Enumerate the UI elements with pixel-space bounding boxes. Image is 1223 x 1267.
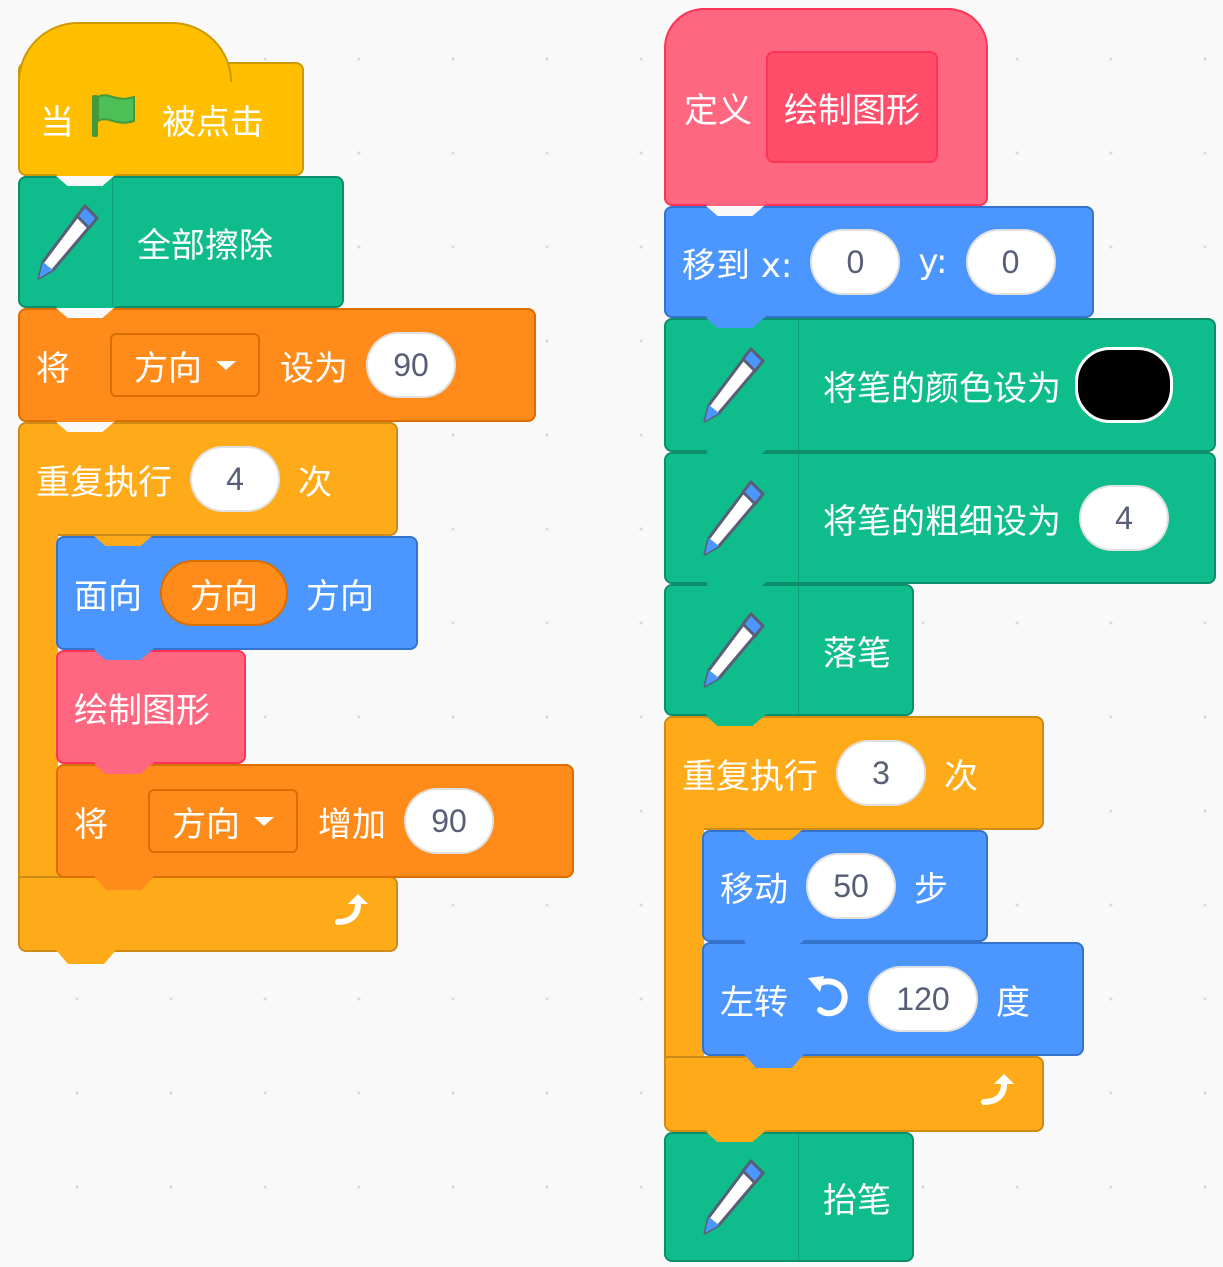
block-notch [744, 830, 802, 840]
pen-down-block[interactable]: 落笔 [664, 584, 914, 728]
change-value-input[interactable]: 90 [404, 788, 494, 854]
pen-icon [666, 320, 799, 450]
block-notch [56, 308, 114, 318]
chevron-down-icon [216, 360, 236, 370]
y-input[interactable]: 0 [965, 229, 1056, 295]
pen-icon [666, 586, 799, 714]
block-notch [94, 764, 152, 774]
draw-shape-call-block[interactable]: 绘制图形 [56, 650, 246, 776]
variable-dropdown[interactable]: 方向 [148, 789, 298, 853]
repeat-block[interactable]: 重复执行 3 次 [664, 716, 1046, 1144]
repeat-label: 重复执行 [682, 756, 818, 797]
block-tab [744, 1054, 804, 1068]
pen-icon [20, 178, 113, 306]
pen-down-label: 落笔 [823, 633, 891, 674]
turn-label: 左转 [720, 982, 788, 1023]
block-notch [56, 422, 114, 432]
turn-left-block[interactable]: 左转 120 度 [702, 942, 1084, 1068]
define-prototype[interactable]: 绘制图形 [766, 51, 938, 163]
point-suffix-label: 方向 [306, 576, 374, 617]
steps-suffix-label: 步 [914, 869, 948, 910]
define-block[interactable]: 定义 绘制图形 [664, 8, 988, 218]
repeat-times-label: 次 [944, 756, 978, 797]
block-notch [706, 716, 764, 726]
change-by-label: 增加 [318, 804, 386, 845]
block-notch [94, 536, 152, 546]
rotate-left-icon [804, 972, 854, 1027]
loop-arrow-icon [978, 1072, 1018, 1117]
define-name-label: 绘制图形 [784, 90, 920, 131]
define-label: 定义 [684, 90, 752, 131]
repeat-header: 重复执行 4 次 [18, 422, 398, 536]
point-label: 面向 [74, 576, 142, 617]
draw-shape-label: 绘制图形 [74, 690, 210, 731]
green-flag-icon [88, 91, 140, 148]
repeat-count-input[interactable]: 4 [190, 446, 280, 512]
set-pen-color-label: 将笔的颜色设为 [823, 368, 1061, 409]
steps-input[interactable]: 50 [806, 853, 896, 919]
hat-cap [18, 22, 232, 82]
block-tab [94, 876, 154, 890]
go-to-xy-block[interactable]: 移到 x: 0 y: 0 [664, 206, 1094, 330]
block-notch [706, 1132, 764, 1142]
variable-dropdown[interactable]: 方向 [110, 333, 260, 397]
repeat-count-input[interactable]: 3 [836, 740, 926, 806]
change-variable-block[interactable]: 将 方向 增加 90 [56, 764, 574, 890]
repeat-footer [664, 1056, 1044, 1144]
block-notch [706, 206, 764, 216]
set-pen-size-block[interactable]: 将笔的粗细设为 4 [664, 452, 1216, 596]
move-label: 移动 [720, 869, 788, 910]
go-to-y-label: y: [918, 242, 948, 282]
hat-prefix-label: 当 [40, 102, 74, 143]
x-input[interactable]: 0 [810, 229, 901, 295]
degrees-input[interactable]: 120 [868, 966, 978, 1032]
repeat-block[interactable]: 重复执行 4 次 [18, 422, 400, 964]
block-notch [706, 318, 764, 328]
color-swatch-input[interactable] [1075, 347, 1173, 423]
erase-all-block[interactable]: 全部擦除 [18, 176, 344, 320]
move-steps-block[interactable]: 移动 50 步 [702, 830, 988, 954]
set-pen-size-label: 将笔的粗细设为 [823, 501, 1061, 542]
repeat-label: 重复执行 [36, 462, 172, 503]
block-notch [706, 584, 764, 594]
change-label: 将 [74, 804, 108, 845]
repeat-header: 重复执行 3 次 [664, 716, 1044, 830]
direction-reporter[interactable]: 方向 [160, 560, 288, 626]
degrees-suffix-label: 度 [996, 982, 1030, 1023]
go-to-x-label: 移到 x: [682, 245, 793, 286]
point-in-direction-block[interactable]: 面向 方向 方向 [56, 536, 418, 662]
set-variable-block[interactable]: 将 方向 设为 90 [18, 308, 536, 434]
repeat-footer [18, 876, 398, 964]
set-to-label: 设为 [280, 348, 348, 389]
set-value-input[interactable]: 90 [366, 332, 456, 398]
erase-all-label: 全部擦除 [137, 225, 273, 266]
when-flag-clicked-block[interactable]: 当 被点击 [18, 22, 304, 188]
block-notch [706, 452, 764, 462]
pen-size-input[interactable]: 4 [1079, 485, 1169, 551]
set-label: 将 [36, 348, 70, 389]
pen-icon [666, 1134, 799, 1260]
loop-arrow-icon [332, 892, 372, 937]
repeat-times-label: 次 [298, 462, 332, 503]
pen-icon [666, 454, 799, 582]
set-pen-color-block[interactable]: 将笔的颜色设为 [664, 318, 1216, 464]
block-tab [56, 950, 116, 964]
pen-up-label: 抬笔 [823, 1180, 891, 1221]
repeat-arm [664, 826, 704, 1062]
block-notch [94, 650, 152, 660]
hat-suffix-label: 被点击 [162, 102, 264, 143]
pen-up-block[interactable]: 抬笔 [664, 1132, 914, 1262]
repeat-arm [18, 532, 58, 878]
block-notch [744, 942, 802, 952]
chevron-down-icon [254, 816, 274, 826]
block-notch [56, 176, 114, 186]
